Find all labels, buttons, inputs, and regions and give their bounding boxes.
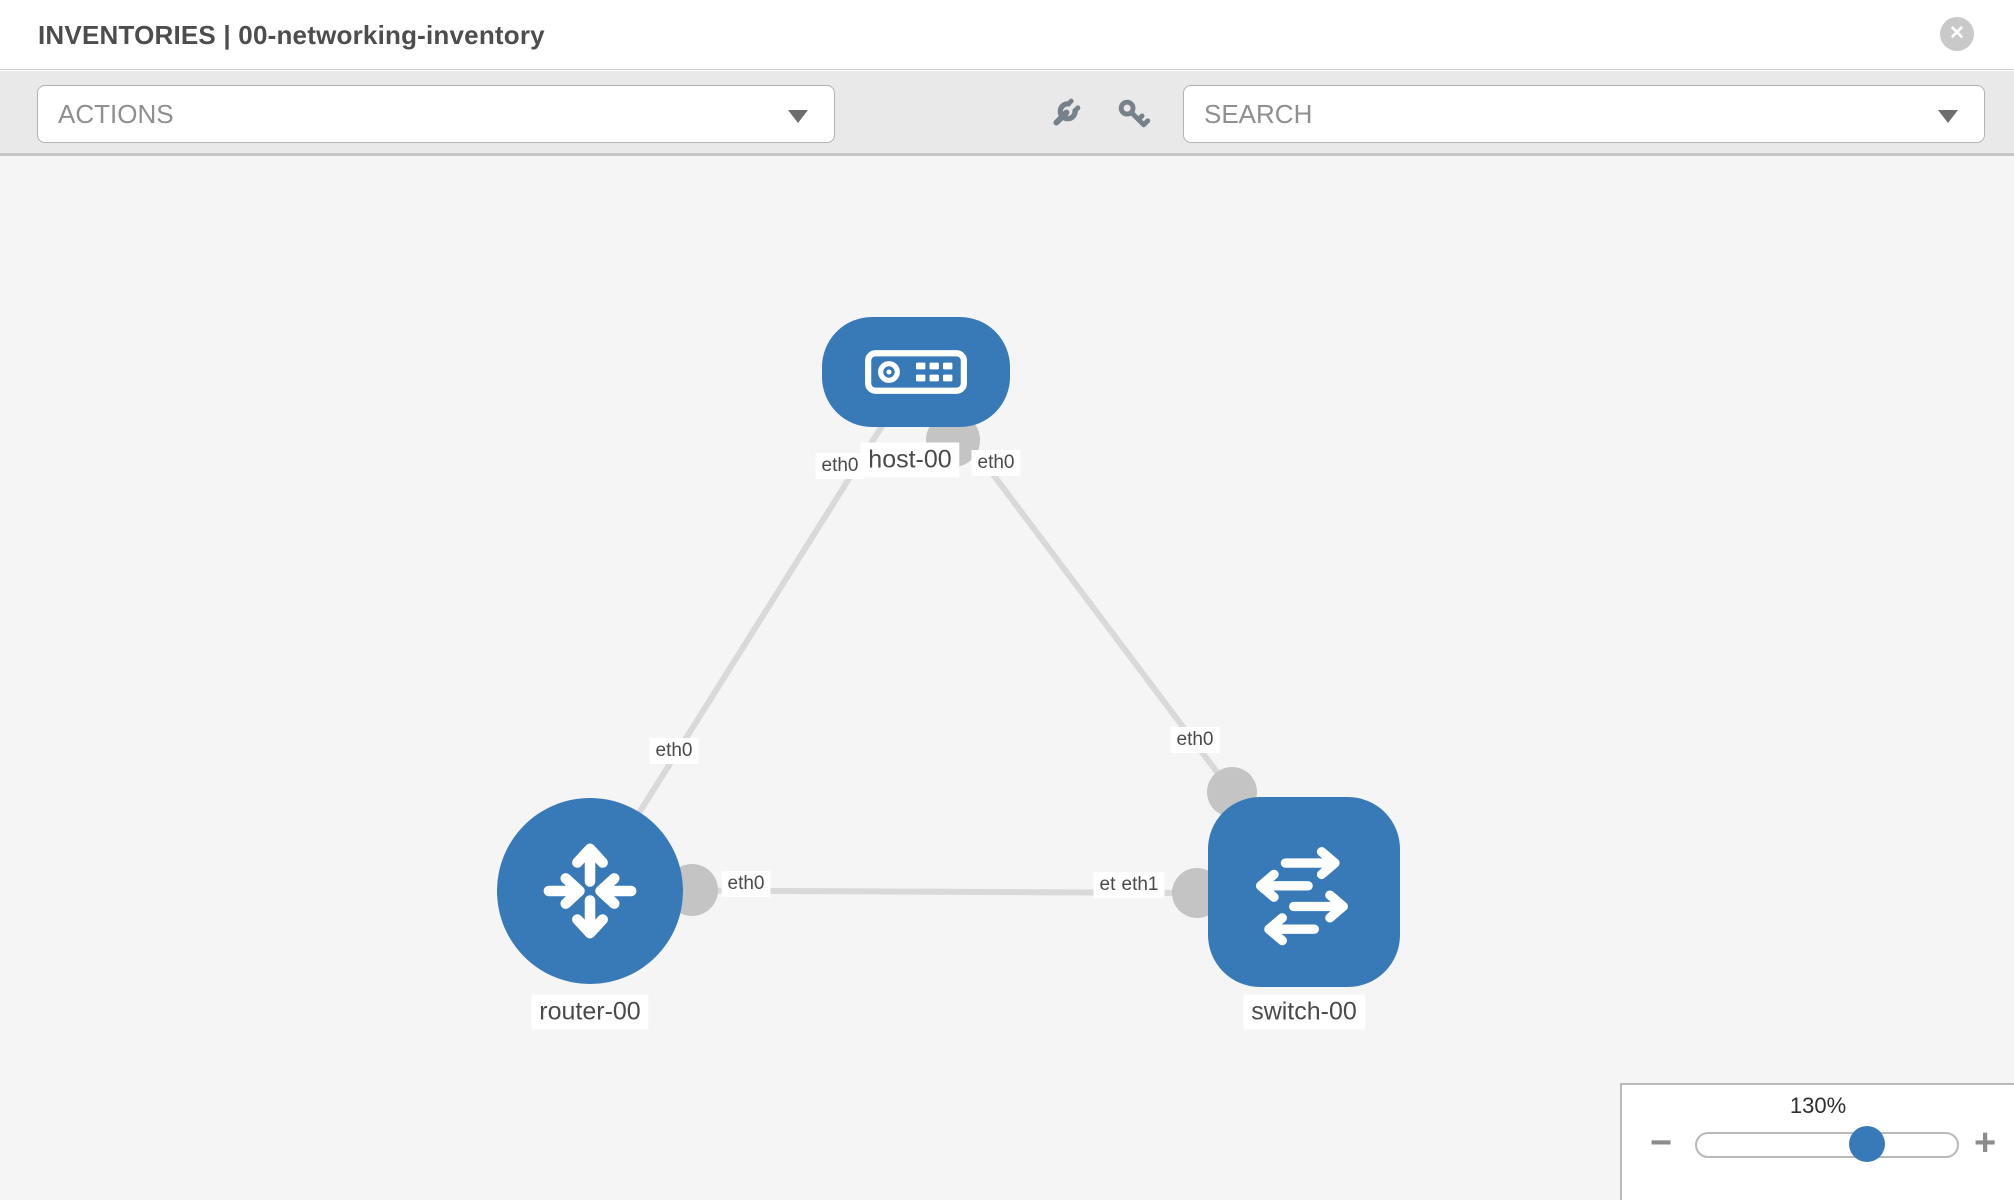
search-dropdown-label: SEARCH xyxy=(1204,99,1313,129)
caret-down-icon xyxy=(788,110,808,123)
zoom-slider[interactable] xyxy=(1695,1126,1959,1162)
port-label-switch-eth0: eth0 xyxy=(1170,727,1220,753)
wrench-icon[interactable] xyxy=(1046,95,1084,133)
close-icon[interactable]: ✕ xyxy=(1940,17,1974,51)
port-label-router-eth0-side: eth0 xyxy=(721,871,771,897)
port-label-host-eth0-left: eth0 xyxy=(815,453,865,479)
node-label-router: router-00 xyxy=(531,994,649,1030)
node-label-switch: switch-00 xyxy=(1243,994,1365,1030)
zoom-control-panel: 130% − + xyxy=(1620,1083,2014,1200)
node-label-host: host-00 xyxy=(860,442,960,478)
topology-edges-layer xyxy=(587,370,1257,918)
node-switch-00[interactable] xyxy=(1208,797,1400,987)
zoom-slider-knob[interactable] xyxy=(1849,1126,1885,1162)
node-router-00[interactable] xyxy=(497,798,683,984)
caret-down-icon xyxy=(1938,110,1958,123)
page-header: INVENTORIES | 00-networking-inventory ✕ xyxy=(0,0,2014,70)
port-label-host-eth0-right: eth0 xyxy=(971,450,1021,476)
router-icon xyxy=(543,843,637,939)
switch-icon xyxy=(1255,847,1348,946)
port-label-router-eth0-up: eth0 xyxy=(649,738,699,764)
actions-dropdown-label: ACTIONS xyxy=(58,99,174,129)
actions-dropdown[interactable]: ACTIONS xyxy=(37,85,835,143)
search-dropdown[interactable]: SEARCH xyxy=(1183,85,1985,143)
zoom-level-label: 130% xyxy=(1789,1093,1847,1118)
host-icon xyxy=(865,350,967,394)
node-host-00[interactable] xyxy=(822,317,1010,427)
page-title: INVENTORIES | 00-networking-inventory xyxy=(38,20,545,50)
key-icon[interactable] xyxy=(1116,97,1152,131)
port-label-switch-eth1: eth1 xyxy=(1115,872,1165,898)
toolbar: ACTIONS SEARCH xyxy=(0,71,2014,156)
topology-canvas[interactable]: host-00 router-00 switch-00 eth0 eth0 et… xyxy=(0,156,2014,1200)
zoom-in-button[interactable]: + xyxy=(1974,1122,1997,1164)
zoom-out-button[interactable]: − xyxy=(1650,1122,1673,1164)
